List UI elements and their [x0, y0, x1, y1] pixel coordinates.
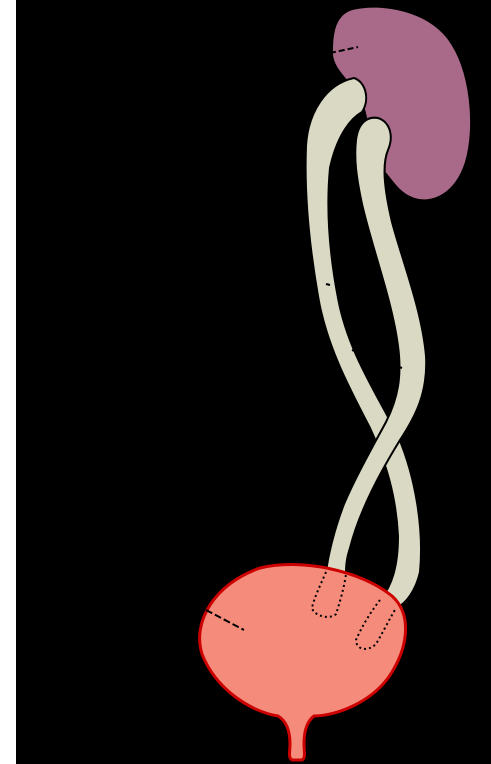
ureter-a-tick [326, 284, 330, 285]
